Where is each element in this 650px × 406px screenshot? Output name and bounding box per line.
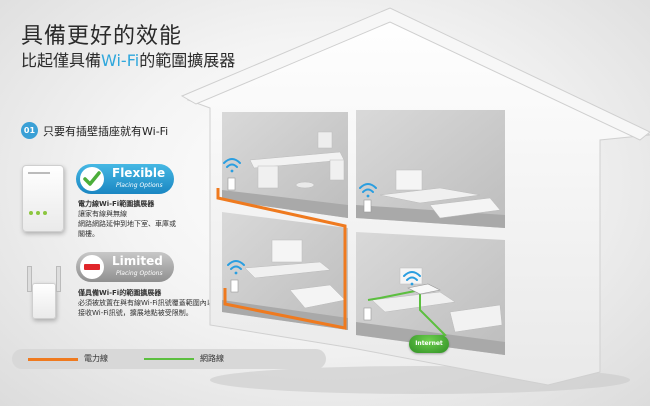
flexible-heading: 電力線Wi-Fi範圍擴展器 [78, 200, 155, 208]
page-subtitle: 比起僅具備Wi-Fi的範圍擴展器 [21, 51, 235, 71]
red-bar-icon [80, 255, 104, 279]
flexible-title: Flexible [112, 166, 166, 180]
limited-badge: Limited Placing Options [76, 252, 174, 282]
flexible-line-2: 網路網路延伸到地下室、車庫或 [78, 220, 176, 228]
legend: 電力線 網路線 [12, 349, 326, 369]
plug-adapter [230, 279, 239, 293]
flexible-line-1: 讓家有線與無線 [78, 210, 127, 218]
limited-heading: 僅具備Wi-Fi的範圍擴展器 [78, 289, 162, 297]
plug-adapter [227, 177, 236, 191]
room-top-right [356, 110, 505, 228]
limited-subtitle: Placing Options [116, 270, 163, 277]
wifi-extender-image [27, 266, 61, 319]
internet-label: Internet [415, 340, 443, 347]
powerline-extender-image [22, 165, 64, 232]
legend-network-cable-label: 網路線 [200, 354, 224, 363]
wifi-signal-icon [223, 158, 421, 286]
subtitle-prefix: 比起僅具備 [21, 51, 102, 70]
limited-title: Limited [112, 254, 163, 268]
flexible-line-3: 閣樓。 [78, 230, 99, 238]
legend-power-line-label: 電力線 [84, 354, 108, 363]
limited-description: 僅具備Wi-Fi的範圍擴展器 必須被放置在與有線Wi-Fi訊號覆蓋範圍內以 接收… [78, 288, 214, 318]
furniture-office [249, 131, 345, 189]
limited-line-1: 必須被放置在與有線Wi-Fi訊號覆蓋範圍內以 [78, 299, 214, 307]
step-text: 只要有插壁插座就有Wi-Fi [43, 124, 169, 138]
flexible-subtitle: Placing Options [116, 182, 163, 189]
furniture-living [244, 239, 346, 309]
flexible-badge: Flexible Placing Options [76, 164, 174, 194]
subtitle-suffix: 的範圍擴展器 [139, 51, 236, 70]
furniture-study [371, 267, 503, 333]
limited-line-2: 接收Wi-Fi訊號，擴展地點被受限制。 [78, 309, 193, 317]
furniture-bedroom [379, 169, 501, 219]
subtitle-wifi: Wi-Fi [101, 51, 140, 70]
power-line-wire [216, 188, 347, 330]
legend-power-line-swatch [28, 358, 78, 361]
green-check-icon [80, 167, 104, 191]
floor-top-left [222, 190, 348, 218]
router [407, 283, 441, 295]
floor-top-right [356, 205, 505, 228]
page-title: 具備更好的效能 [21, 24, 183, 49]
plug-adapter [363, 307, 372, 321]
plug-adapter [363, 199, 372, 213]
step-01: 01 只要有插壁插座就有Wi-Fi [21, 122, 168, 139]
house-roof [180, 7, 650, 141]
step-number-badge: 01 [21, 122, 38, 139]
internet-cloud: Internet [409, 335, 449, 353]
legend-network-cable-swatch [144, 358, 194, 360]
flexible-description: 電力線Wi-Fi範圍擴展器 讓家有線與無線 網路網路延伸到地下室、車庫或 閣樓。 [78, 199, 176, 239]
